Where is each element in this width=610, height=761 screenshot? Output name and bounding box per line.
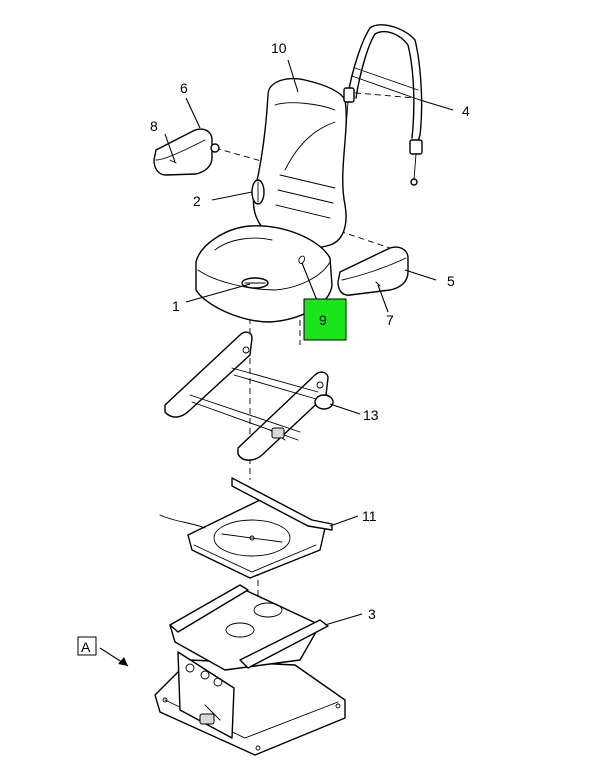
callout-8[interactable]: 8 — [150, 118, 158, 134]
callout-6[interactable]: 6 — [180, 80, 188, 96]
seat-frame-part-13[interactable] — [164, 331, 334, 461]
callout-10[interactable]: 10 — [271, 40, 287, 56]
seat-back-part-10[interactable] — [252, 77, 347, 248]
left-armrest-part-6[interactable] — [153, 128, 220, 176]
callout-9[interactable]: 9 — [319, 312, 327, 328]
callout-4[interactable]: 4 — [462, 103, 470, 119]
callout-11[interactable]: 11 — [362, 508, 377, 524]
lumbar-knob-part-2[interactable] — [251, 179, 265, 205]
highlight-box-callout-9[interactable] — [303, 298, 347, 341]
seat-cushion-part-1[interactable] — [195, 225, 333, 323]
suspension-base-part-3[interactable] — [154, 584, 346, 756]
callout-labels: 10 6 8 4 2 1 5 7 9 13 11 3 — [150, 40, 470, 622]
callout-2[interactable]: 2 — [193, 193, 201, 209]
callout-7[interactable]: 7 — [386, 312, 394, 328]
callout-13[interactable]: 13 — [363, 407, 379, 423]
right-armrest-part-5[interactable] — [337, 246, 409, 296]
callout-3[interactable]: 3 — [368, 606, 376, 622]
view-label-box — [77, 636, 97, 656]
headrest-frame-part-4[interactable] — [343, 24, 423, 186]
swivel-plate-part-11[interactable] — [159, 477, 333, 579]
callout-5[interactable]: 5 — [447, 273, 455, 289]
leader-lines — [99, 59, 454, 667]
view-label-a: A — [81, 639, 91, 655]
clip-part-9[interactable] — [298, 255, 305, 264]
callout-1[interactable]: 1 — [172, 298, 180, 314]
